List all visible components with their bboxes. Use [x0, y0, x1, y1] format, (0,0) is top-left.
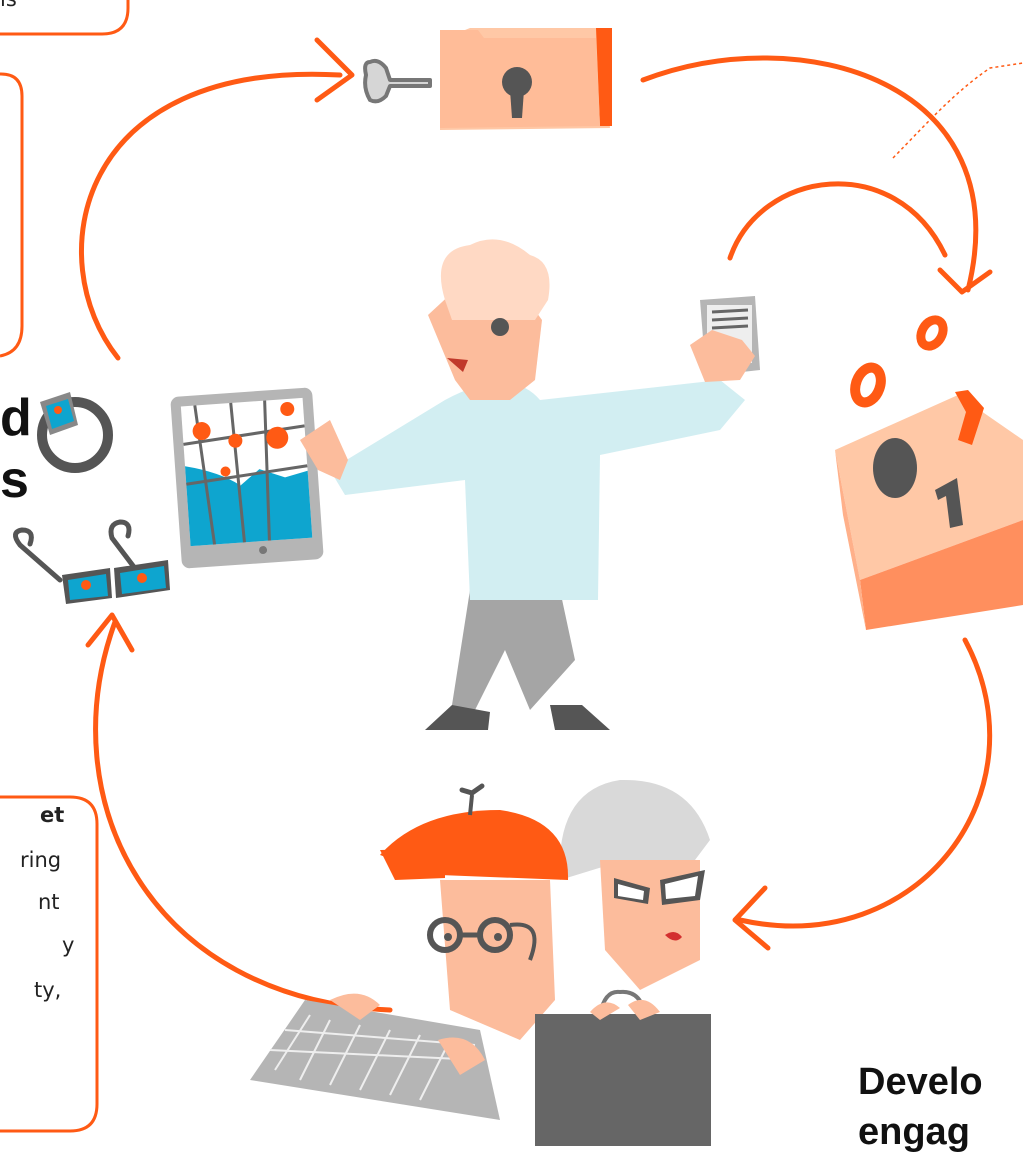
top-left-text-box	[0, 0, 130, 36]
developers-figure	[250, 779, 711, 1146]
arrow-phone-loop	[727, 181, 948, 261]
bottom-box-line-1: et	[40, 803, 65, 827]
left-text-box	[0, 72, 24, 358]
left-title-fragment-2: s	[0, 451, 29, 509]
smart-glasses-icon	[13, 519, 170, 604]
bottom-box-line-2: ring	[20, 848, 62, 872]
tablet-map-icon	[170, 387, 324, 569]
arrow-folder-to-box-head	[937, 267, 993, 295]
arrow-folder-to-box	[640, 55, 979, 293]
arrow-devices-to-key	[79, 71, 343, 361]
left-title-fragment-1: d	[0, 389, 32, 447]
smartwatch-icon	[37, 392, 113, 473]
bottom-box-line-5: ty,	[34, 978, 62, 1002]
arrow-box-to-developers	[737, 637, 993, 929]
locked-folder-icon	[440, 28, 612, 130]
top-box-text-fragment: ls	[0, 0, 40, 15]
bottom-box-line-3: nt	[38, 890, 60, 914]
callout-dashed-line	[892, 62, 1023, 159]
binary-data-box-icon	[835, 315, 1023, 630]
arrow-developers-to-devices	[93, 619, 393, 1013]
central-user-figure	[300, 239, 760, 730]
arrow-developers-to-devices-head	[85, 612, 135, 653]
bottom-left-text-box	[0, 795, 99, 1133]
developers-title-line-2: engag	[858, 1111, 970, 1153]
arrow-devices-to-key-head	[314, 37, 355, 103]
bottom-box-line-4: y	[62, 933, 75, 957]
developers-title-line-1: Develo	[858, 1061, 983, 1103]
arrow-box-to-developers-head	[732, 885, 771, 951]
